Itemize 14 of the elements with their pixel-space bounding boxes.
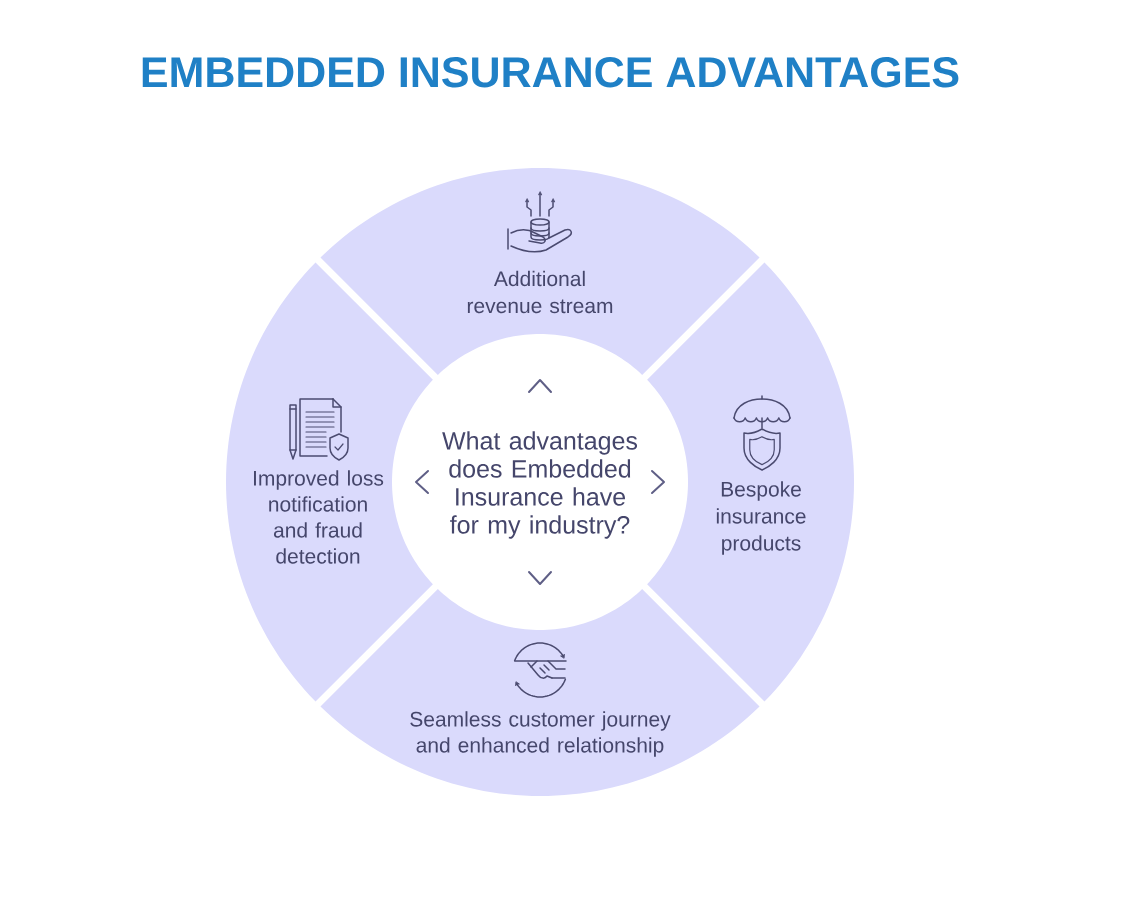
ring-segment: Bespoke insurance products [647, 262, 854, 702]
chevron [651, 470, 665, 494]
title: EMBEDDED INSURANCE ADVANTAGES [142, 56, 959, 88]
ring-segment: Seamless customer journey and enhanced relationship [320, 589, 760, 796]
chevron [415, 470, 429, 494]
node-label: Additional revenue stream [467, 270, 613, 314]
node-label: Improved loss notification and fraud detection [254, 470, 384, 564]
chevron [528, 379, 552, 393]
question-text: What advantages does Embedded Insurance have for my industry? [442, 431, 638, 539]
chevron [528, 571, 552, 585]
node-label: Bespoke insurance products [716, 481, 806, 555]
ring-segment: Additional revenue stream [320, 168, 760, 375]
ring-segment: Improved loss notification and fraud detection [226, 262, 433, 702]
node-label: Seamless customer journey and enhanced relationship [410, 711, 671, 757]
